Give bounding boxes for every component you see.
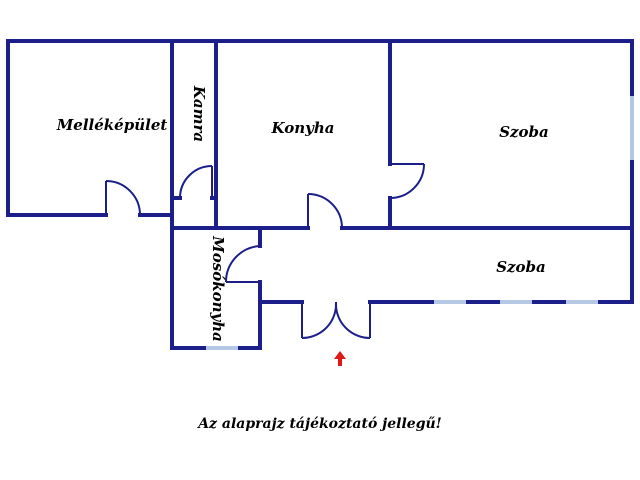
red-arrow-up-icon	[334, 351, 346, 366]
door-mellekepulet	[105, 180, 141, 216]
room-label-szoba-top: Szoba	[499, 123, 549, 141]
room-label-mellekepulet: Melléképület	[56, 116, 168, 134]
room-label-kamra: Kamra	[190, 85, 208, 142]
door-kamra	[179, 165, 213, 199]
doors	[105, 163, 425, 340]
windows	[206, 96, 634, 350]
room-label-szoba-bottom: Szoba	[496, 258, 546, 276]
disclaimer-caption: Az alaprajz tájékoztató jellegű!	[198, 416, 442, 432]
door-mosokonyha	[224, 245, 261, 283]
room-label-konyha: Konyha	[271, 119, 335, 137]
walls	[6, 39, 634, 350]
door-konyha	[307, 193, 343, 229]
door-konyha-szoba	[389, 163, 425, 199]
room-label-mosokonyha: Mosókonyha	[209, 235, 227, 342]
door-entrance	[301, 301, 371, 340]
